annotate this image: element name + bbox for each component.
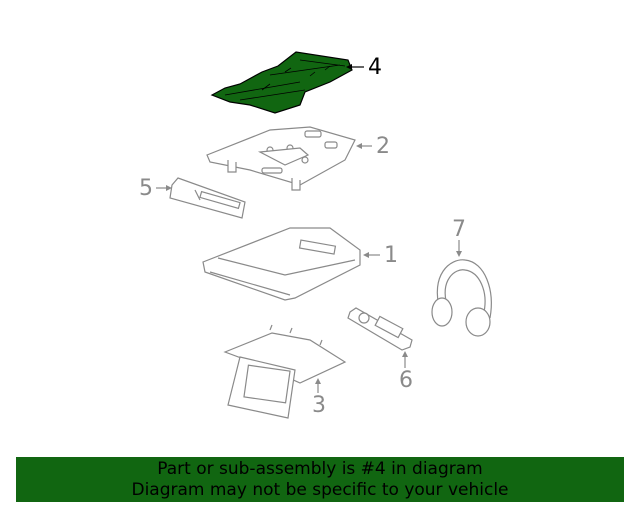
part-3-display[interactable] [223,324,347,419]
part-7-headphones[interactable] [431,259,492,337]
banner-line-2: Diagram may not be specific to your vehi… [131,480,509,500]
part-6-remote[interactable] [347,307,413,351]
part-1-console[interactable] [202,227,361,301]
callout-3[interactable]: 3 [312,393,326,418]
callout-4[interactable]: 4 [368,55,382,80]
callout-6[interactable]: 6 [399,368,413,393]
info-banner: Part or sub-assembly is #4 in diagram Di… [16,457,624,502]
callout-2[interactable]: 2 [376,134,390,159]
part-4-bracket[interactable] [210,51,353,114]
callout-1[interactable]: 1 [384,243,398,268]
callout-5[interactable]: 5 [139,176,153,201]
part-2-plate[interactable] [206,126,356,191]
callout-7[interactable]: 7 [452,217,466,242]
part-5-module[interactable] [169,177,246,219]
banner-line-1: Part or sub-assembly is #4 in diagram [157,459,483,479]
